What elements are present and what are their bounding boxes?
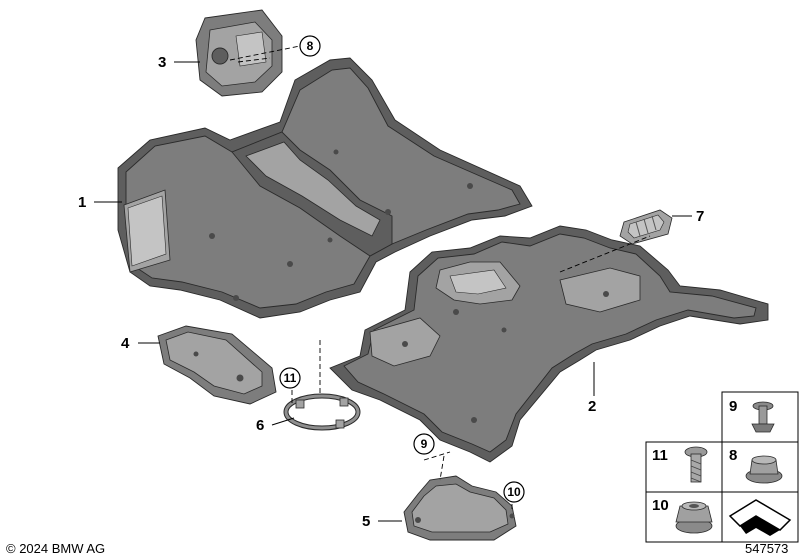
part-1-front-carpet[interactable] [117,57,533,319]
circled-11: 11 [279,367,301,389]
callout-4: 4 [121,335,130,352]
callout-labels: 1 2 3 4 5 6 7 [78,54,704,530]
fastener-8[interactable]: 8 [729,447,783,484]
svg-text:10: 10 [652,497,669,514]
copyright: © 2024 BMW AG [6,541,105,556]
circled-10: 10 [503,481,525,503]
fastener-grid: 9 11 8 10 [645,391,799,543]
circled-8: 8 [299,35,321,57]
fastener-9[interactable]: 9 [729,398,775,433]
dashed-guides [229,45,651,512]
part-3-cover[interactable] [195,9,283,97]
svg-text:11: 11 [284,371,297,385]
callout-1: 1 [78,194,86,211]
svg-text:10: 10 [507,485,521,499]
callout-5: 5 [362,513,370,530]
svg-text:9: 9 [729,398,737,415]
leader-lines [94,61,692,522]
part-7-vent[interactable] [619,209,673,245]
svg-text:8: 8 [729,447,737,464]
fastener-10[interactable]: 10 [652,497,713,534]
callout-2: 2 [588,398,596,415]
svg-text:8: 8 [307,39,314,53]
svg-text:9: 9 [421,437,428,451]
circled-9: 9 [413,433,435,455]
diagram-number: 547573 [745,541,788,556]
circled-callouts: 8 11 9 10 [279,35,525,503]
part-2-rear-carpet[interactable] [329,225,769,463]
part-6-ring-clamp[interactable] [283,393,361,431]
svg-text:11: 11 [652,447,668,464]
part-4-bracket[interactable] [157,325,277,405]
callout-3: 3 [158,54,166,71]
symbol-chevron-icon [728,499,792,536]
callout-7: 7 [696,208,704,225]
callout-6: 6 [256,417,264,434]
fastener-11[interactable]: 11 [652,446,708,483]
part-5-plate[interactable] [403,475,517,541]
